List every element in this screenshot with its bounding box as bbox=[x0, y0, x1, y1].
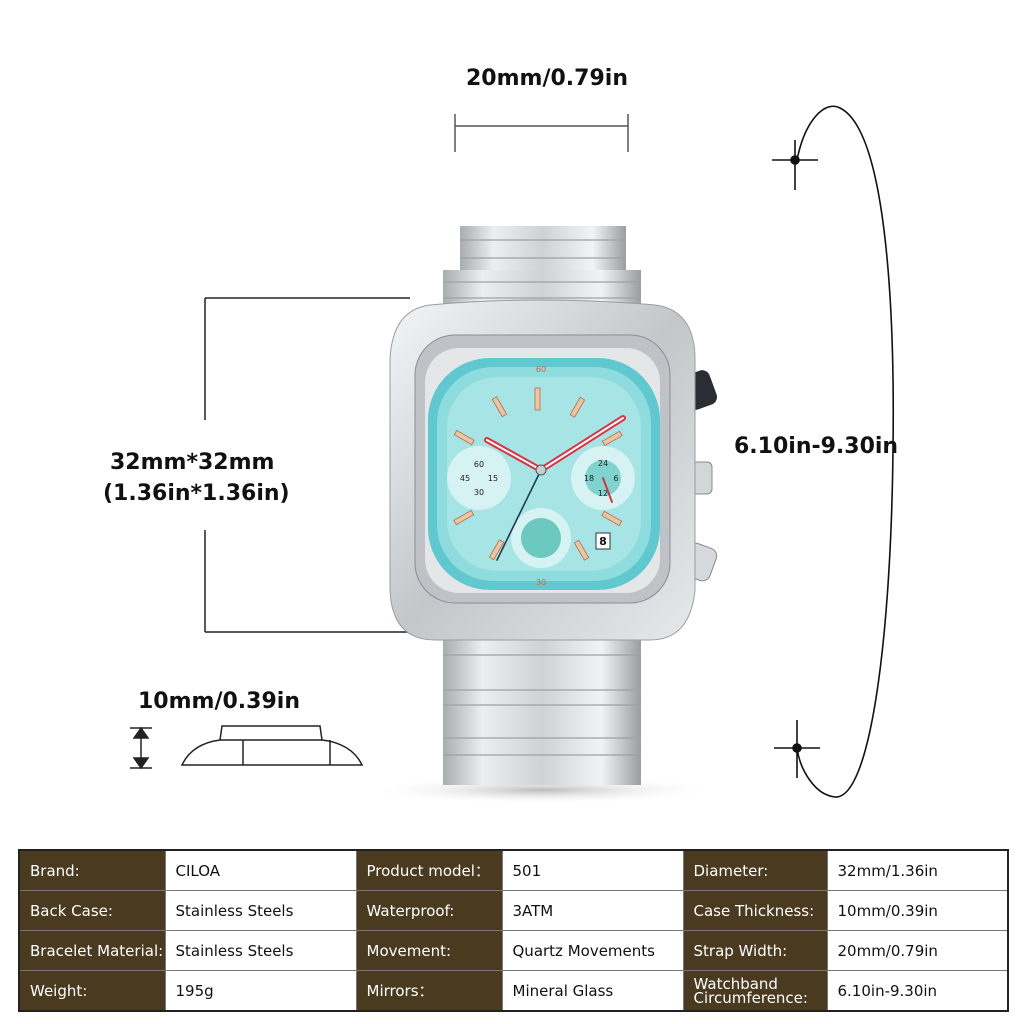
strap-width-marker bbox=[454, 114, 629, 152]
subdial-label: 60 bbox=[474, 460, 484, 469]
spec-label: Diameter: bbox=[682, 849, 828, 891]
subdial-label: 30 bbox=[474, 488, 484, 497]
strap-width-label: 20mm/0.79in bbox=[466, 66, 628, 91]
table-row: Back Case:Stainless Steels Waterproof:3A… bbox=[18, 890, 1009, 931]
thickness-label: 10mm/0.39in bbox=[138, 689, 300, 714]
circumference-label: 6.10in-9.30in bbox=[734, 434, 899, 459]
spec-value: 195g bbox=[164, 970, 357, 1012]
spec-label: Strap Width: bbox=[682, 930, 828, 971]
spec-value: 20mm/0.79in bbox=[826, 930, 1009, 971]
spec-value: Quartz Movements bbox=[501, 930, 684, 971]
spec-label: Watchband Circumference: bbox=[682, 970, 828, 1012]
subdial-label: 15 bbox=[488, 474, 498, 483]
subdial-label: 6 bbox=[613, 474, 618, 483]
watch-illustration: 60 15 30 45 24 6 12 18 60 30 8 bbox=[130, 105, 895, 804]
spec-value: 3ATM bbox=[501, 890, 684, 931]
circumference-marker bbox=[772, 105, 895, 798]
watch-dial: 60 15 30 45 24 6 12 18 60 30 8 bbox=[428, 358, 660, 590]
spec-label: Movement: bbox=[355, 930, 503, 971]
spec-label: Brand: bbox=[18, 849, 166, 891]
spec-label: Product model： bbox=[355, 849, 503, 891]
spec-value: 501 bbox=[501, 849, 684, 891]
spec-value: Stainless Steels bbox=[164, 890, 357, 931]
table-row: Brand:CILOA Product model：501 Diameter:3… bbox=[18, 849, 1009, 891]
thickness-profile bbox=[130, 725, 364, 770]
subdial-label: 18 bbox=[584, 474, 594, 483]
spec-label: Back Case: bbox=[18, 890, 166, 931]
spec-value: 10mm/0.39in bbox=[826, 890, 1009, 931]
spec-value: Mineral Glass bbox=[501, 970, 684, 1012]
case-size-label: 32mm*32mm bbox=[110, 450, 275, 475]
bezel-label: 60 bbox=[536, 365, 546, 374]
spec-value: 6.10in-9.30in bbox=[826, 970, 1009, 1012]
spec-value: CILOA bbox=[164, 849, 357, 891]
case-size-bracket bbox=[204, 297, 410, 633]
subdial-label: 45 bbox=[460, 474, 470, 483]
spec-label: Weight: bbox=[18, 970, 166, 1012]
table-row: Bracelet Material:Stainless Steels Movem… bbox=[18, 930, 1009, 971]
spec-value: Stainless Steels bbox=[164, 930, 357, 971]
table-row: Weight:195g Mirrors：Mineral Glass Watchb… bbox=[18, 970, 1009, 1012]
date-window: 8 bbox=[599, 535, 607, 548]
spec-label: Bracelet Material: bbox=[18, 930, 166, 971]
spec-label: Waterproof: bbox=[355, 890, 503, 931]
spec-label: Case Thickness: bbox=[682, 890, 828, 931]
subdial-label: 12 bbox=[598, 489, 608, 498]
spec-value: 32mm/1.36in bbox=[826, 849, 1009, 891]
spec-label: Mirrors： bbox=[355, 970, 503, 1012]
spec-table: Brand:CILOA Product model：501 Diameter:3… bbox=[18, 849, 1009, 1012]
subdial-label: 24 bbox=[598, 459, 608, 468]
case-size-inch-label: (1.36in*1.36in) bbox=[103, 481, 290, 506]
bezel-label: 30 bbox=[536, 578, 546, 587]
